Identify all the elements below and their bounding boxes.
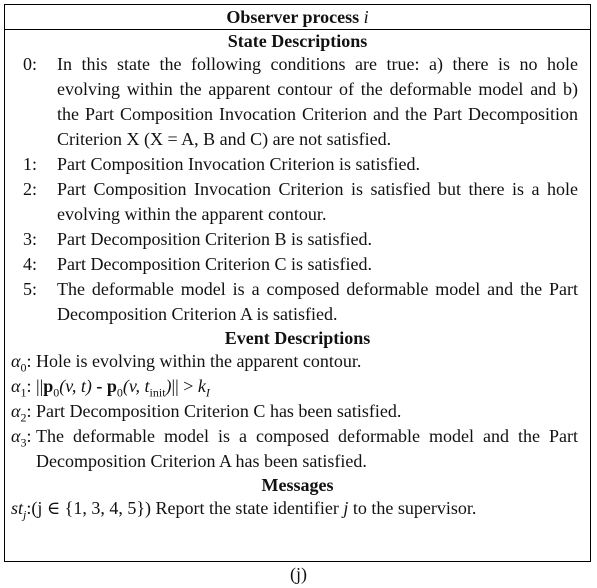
k-symbol: k [197, 376, 206, 396]
event-row: α3: The deformable model is a composed d… [5, 424, 590, 474]
init-subscript: init [149, 385, 166, 400]
message-tail: to the supervisor. [348, 498, 477, 518]
formula-args-1: (v, t) [59, 376, 92, 396]
p-vector: p [106, 376, 117, 396]
event-label: α3: [11, 426, 36, 450]
k-subscript: I [205, 385, 210, 400]
observer-table: Observer process i State Descriptions 0:… [4, 4, 591, 562]
event-text: Hole is evolving within the apparent con… [35, 351, 362, 371]
message-j: j [343, 498, 349, 518]
state-descriptions-header: State Descriptions [227, 31, 368, 51]
state-row: 0: In this state the following condition… [5, 52, 590, 152]
state-text: In this state the following conditions a… [57, 54, 578, 149]
title-variable: i [363, 7, 369, 27]
alpha-symbol: α [11, 426, 21, 446]
event-row: α2: Part Decomposition Criterion C has b… [5, 399, 590, 424]
event-label: α2: [11, 401, 36, 425]
state-number: 3: [23, 229, 38, 249]
event-formula: ||p0(v, t) - p0(v, tinit)|| > kI [36, 374, 590, 399]
norm-open: || [35, 376, 44, 396]
state-number: 4: [23, 254, 38, 274]
alpha-subscript: 0 [20, 360, 27, 375]
event-label: α0: [11, 351, 36, 375]
state-row: 1: Part Composition Invocation Criterion… [5, 152, 590, 177]
state-text: The deformable model is a composed defor… [57, 279, 578, 324]
state-row: 4: Part Decomposition Criterion C is sat… [5, 252, 590, 277]
alpha-subscript: 2 [20, 410, 27, 425]
alpha-symbol: α [11, 401, 21, 421]
formula-minus: - [91, 376, 107, 396]
state-text: Part Decomposition Criterion B is satisf… [57, 229, 372, 249]
messages-header: Messages [261, 475, 334, 495]
state-row: 2: Part Composition Invocation Criterion… [5, 177, 590, 227]
alpha-symbol: α [11, 376, 21, 396]
event-row: α1: ||p0(v, t) - p0(v, tinit)|| > kI [5, 374, 590, 399]
state-text: Part Decomposition Criterion C is satisf… [57, 254, 372, 274]
state-number: 5: [23, 279, 38, 299]
state-number: 2: [23, 179, 38, 199]
state-row: 5: The deformable model is a composed de… [5, 277, 590, 327]
event-text: The deformable model is a composed defor… [35, 426, 578, 471]
state-text: Part Composition Invocation Criterion is… [57, 179, 578, 224]
formula-args-2-close: ) [165, 376, 172, 396]
message-row: stj:(j ∈ {1, 3, 4, 5}) Report the state … [5, 496, 590, 521]
message-text: Report the state identifier [150, 498, 344, 518]
state-row: 3: Part Decomposition Criterion B is sat… [5, 227, 590, 252]
state-number: 0: [23, 54, 38, 74]
event-descriptions-header: Event Descriptions [224, 328, 371, 348]
alpha-symbol: α [11, 351, 21, 371]
figure-caption: (j) [290, 564, 307, 584]
alpha-subscript: 3 [20, 435, 27, 450]
state-text: Part Composition Invocation Criterion is… [57, 154, 420, 174]
alpha-subscript: 1 [20, 385, 27, 400]
p-vector: p [43, 376, 54, 396]
norm-close: || > [171, 376, 198, 396]
table-title: Observer process i [5, 5, 590, 29]
title-row: Observer process i [5, 5, 590, 30]
event-row: α0: Hole is evolving within the apparent… [5, 349, 590, 374]
message-condition: :(j ∈ {1, 3, 4, 5}) [26, 498, 151, 518]
message-subscript: j [23, 507, 27, 522]
message-symbol: st [11, 498, 24, 518]
event-label: α1: [11, 376, 36, 400]
event-text: Part Decomposition Criterion C has been … [35, 401, 402, 421]
state-number: 1: [23, 154, 38, 174]
formula-args-2: (v, t [122, 376, 150, 396]
p-subscript: 0 [53, 385, 60, 400]
title-text: Observer process [226, 7, 360, 27]
p-subscript: 0 [116, 385, 123, 400]
